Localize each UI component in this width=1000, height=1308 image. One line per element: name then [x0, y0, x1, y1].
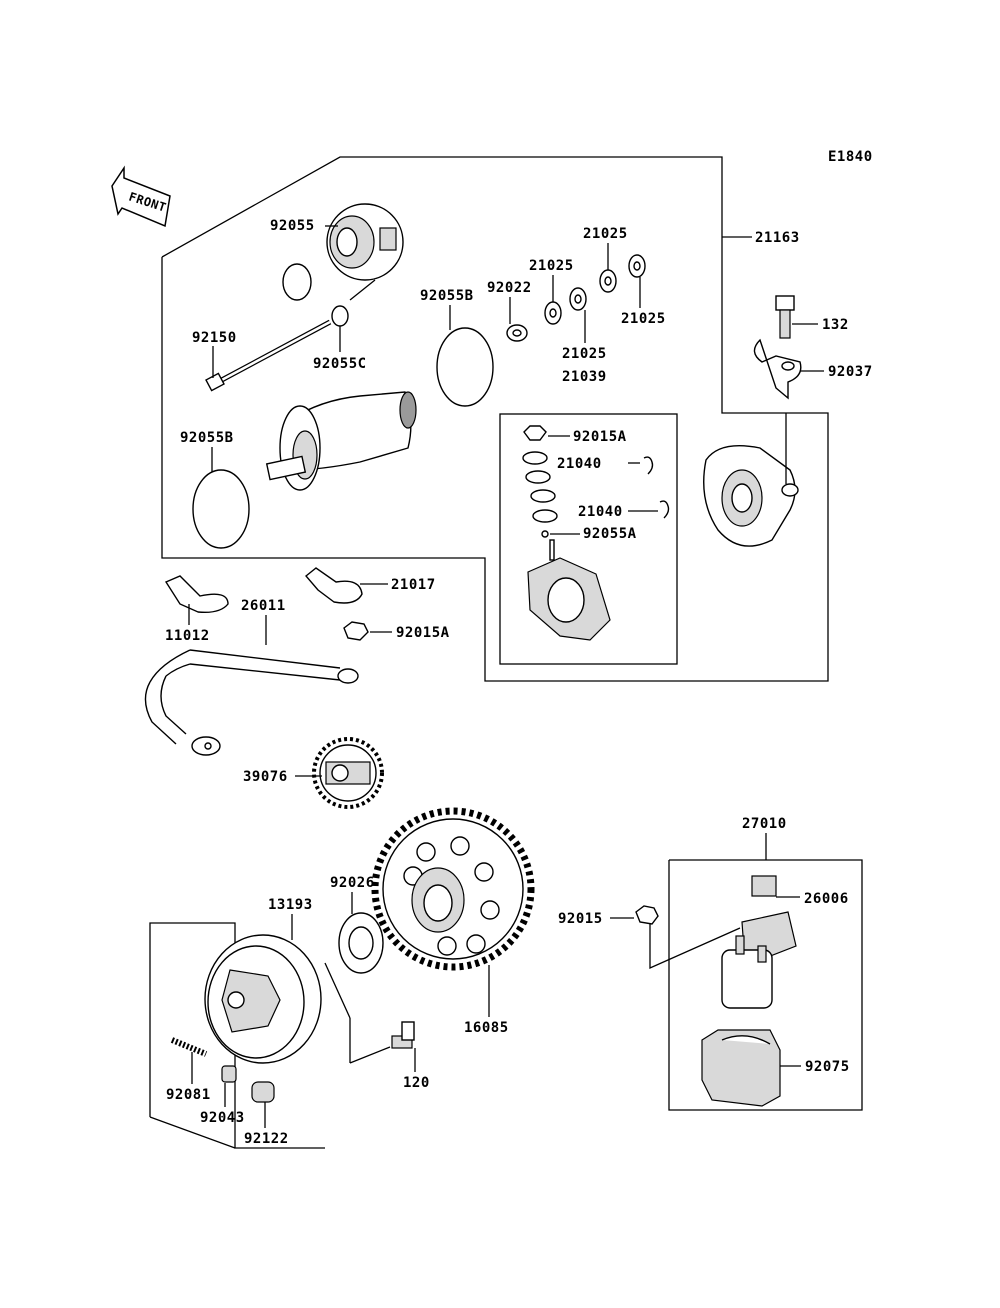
label-92043: 92043 [200, 1110, 245, 1126]
label-92055C: 92055C [313, 356, 367, 372]
label-21025-c: 21025 [621, 311, 666, 327]
starter-cable [144, 649, 359, 756]
nut-92015A [343, 621, 369, 641]
bolt-132 [775, 295, 795, 339]
o-ring-92055b-right [436, 327, 494, 407]
starter-motor-group-outline [161, 156, 829, 682]
starter-end-cover [326, 203, 404, 281]
label-21025-d: 21025 [562, 346, 607, 362]
label-27010: 27010 [742, 816, 787, 832]
starter-clutch-group-outline [149, 922, 325, 1149]
label-120: 120 [403, 1075, 430, 1091]
label-92015A-b: 92015A [396, 625, 450, 641]
label-92037: 92037 [828, 364, 873, 380]
relay-cover-92075 [701, 1029, 781, 1107]
label-92055: 92055 [270, 218, 315, 234]
label-13193: 13193 [268, 897, 313, 913]
label-92015: 92015 [558, 911, 603, 927]
label-92075: 92075 [805, 1059, 850, 1075]
starter-relay [721, 911, 797, 1009]
starter-relay-box [668, 859, 863, 1111]
label-92055B-right: 92055B [420, 288, 474, 304]
roller-92043 [221, 1065, 237, 1083]
starter-clutch-13193 [204, 934, 322, 1064]
spring-92081 [170, 1037, 208, 1057]
label-92015A-a: 92015A [573, 429, 627, 445]
diagram-code: E1840 [828, 149, 873, 165]
through-bolt [205, 319, 332, 392]
label-21163: 21163 [755, 230, 800, 246]
o-ring-92055b-left [192, 469, 250, 549]
cap-92122 [251, 1081, 275, 1103]
starter-front-cover [703, 445, 799, 547]
label-132: 132 [822, 317, 849, 333]
label-21017: 21017 [391, 577, 436, 593]
washer-92026 [338, 912, 384, 974]
label-21040-a: 21040 [557, 456, 602, 472]
label-11012: 11012 [165, 628, 210, 644]
label-92026: 92026 [330, 875, 375, 891]
label-21025-a: 21025 [529, 258, 574, 274]
fuse-26006 [751, 875, 777, 897]
idle-gear-39076 [312, 737, 384, 809]
label-39076: 39076 [243, 769, 288, 785]
starter-motor-body [265, 391, 417, 491]
label-26006: 26006 [804, 891, 849, 907]
label-21025-b: 21025 [583, 226, 628, 242]
o-ring-92055c [331, 305, 349, 327]
washer-stack [506, 254, 646, 342]
terminal-cap-11012 [164, 575, 229, 614]
o-ring-small [282, 263, 312, 301]
nut-92015 [635, 905, 659, 925]
label-92055A: 92055A [583, 526, 637, 542]
label-92022: 92022 [487, 280, 532, 296]
label-92150: 92150 [192, 330, 237, 346]
label-92122: 92122 [244, 1131, 289, 1147]
label-21039: 21039 [562, 369, 607, 385]
bolt-120 [391, 1021, 415, 1049]
label-21040-b: 21040 [578, 504, 623, 520]
label-16085: 16085 [464, 1020, 509, 1036]
starter-clutch-gear-16085 [371, 807, 535, 971]
brush-holder-parts [522, 425, 670, 641]
label-92055B-left: 92055B [180, 430, 234, 446]
front-arrow-icon: FRONT [111, 165, 171, 228]
label-26011: 26011 [241, 598, 286, 614]
terminal-cap-21017 [304, 567, 363, 604]
bracket-92037 [753, 338, 802, 400]
label-92081: 92081 [166, 1087, 211, 1103]
brush-holder-box [499, 413, 678, 665]
